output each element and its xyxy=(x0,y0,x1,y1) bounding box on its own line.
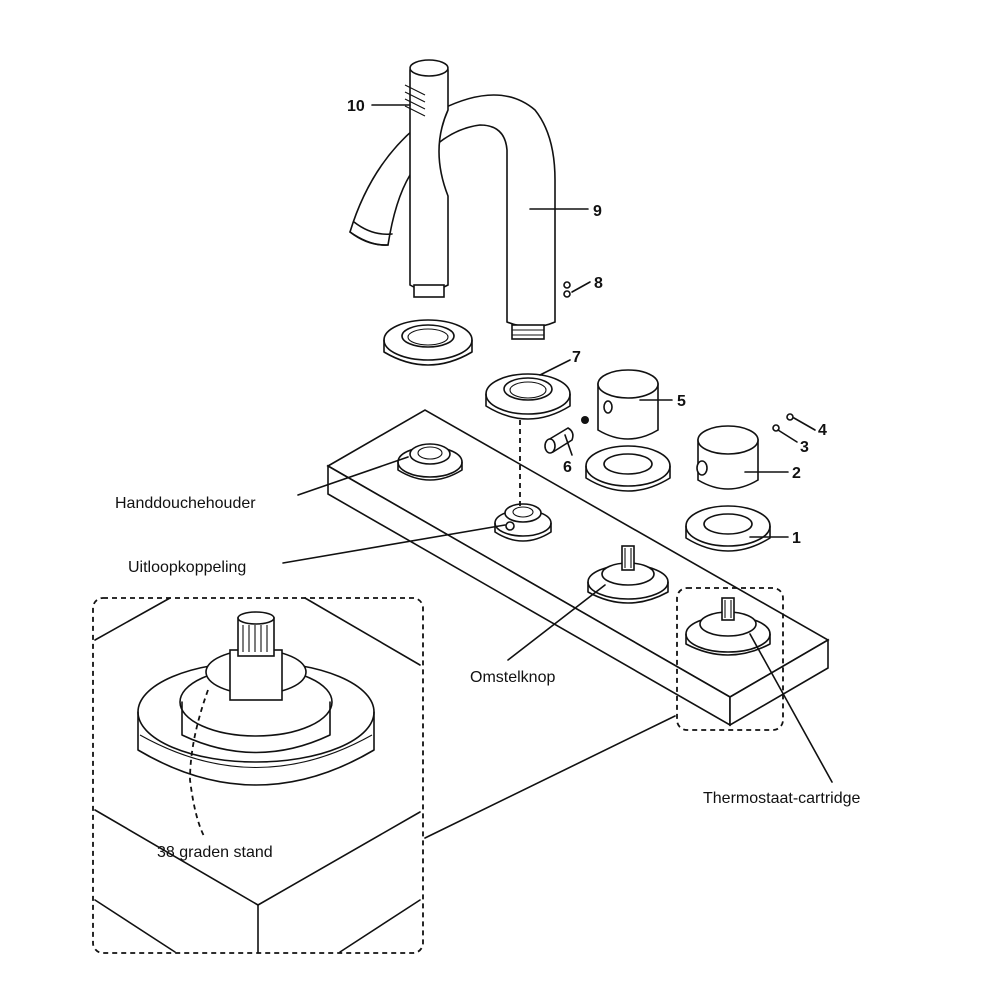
part-number-2: 2 xyxy=(792,465,801,482)
part-1-ring xyxy=(685,505,771,552)
part-7-ring xyxy=(485,373,571,420)
part-8-screws xyxy=(563,281,571,298)
spout-coupling-nut xyxy=(494,503,552,542)
knob-5-ring xyxy=(585,445,671,492)
part-number-9: 9 xyxy=(593,203,602,220)
hand-shower-holder-nut xyxy=(397,443,463,481)
part-5-knob xyxy=(597,369,659,440)
label-thermostat-cartridge: Thermostaat-cartridge xyxy=(703,790,860,807)
part-number-7: 7 xyxy=(572,349,581,366)
set-screw-ball xyxy=(581,416,589,424)
cartridge-highlight-box xyxy=(676,587,784,731)
thermostat-cartridge-part xyxy=(685,597,771,656)
inset-connector-line xyxy=(424,715,676,839)
diverter-assembly xyxy=(587,545,669,604)
hand-shower-part xyxy=(404,59,449,298)
part-6-pin xyxy=(544,427,574,454)
label-38-degree-position: 38 graden stand xyxy=(157,844,273,861)
part-number-8: 8 xyxy=(594,275,603,292)
part-2-knob xyxy=(696,425,759,490)
part-number-10: 10 xyxy=(347,98,365,115)
leader-lines xyxy=(282,104,833,783)
spout-part xyxy=(349,94,556,340)
label-spout-coupling: Uitloopkoppeling xyxy=(128,559,246,576)
part-number-1: 1 xyxy=(792,530,801,547)
hand-shower-ring xyxy=(383,319,473,366)
label-diverter-knob: Omstelknop xyxy=(470,669,555,686)
part-4-screw xyxy=(786,413,794,421)
part-number-6: 6 xyxy=(563,459,572,476)
part-number-3: 3 xyxy=(800,439,809,456)
label-hand-shower-holder: Handdouchehouder xyxy=(115,495,256,512)
part-number-4: 4 xyxy=(818,422,827,439)
detail-inset xyxy=(92,597,424,954)
part-number-5: 5 xyxy=(677,393,686,410)
